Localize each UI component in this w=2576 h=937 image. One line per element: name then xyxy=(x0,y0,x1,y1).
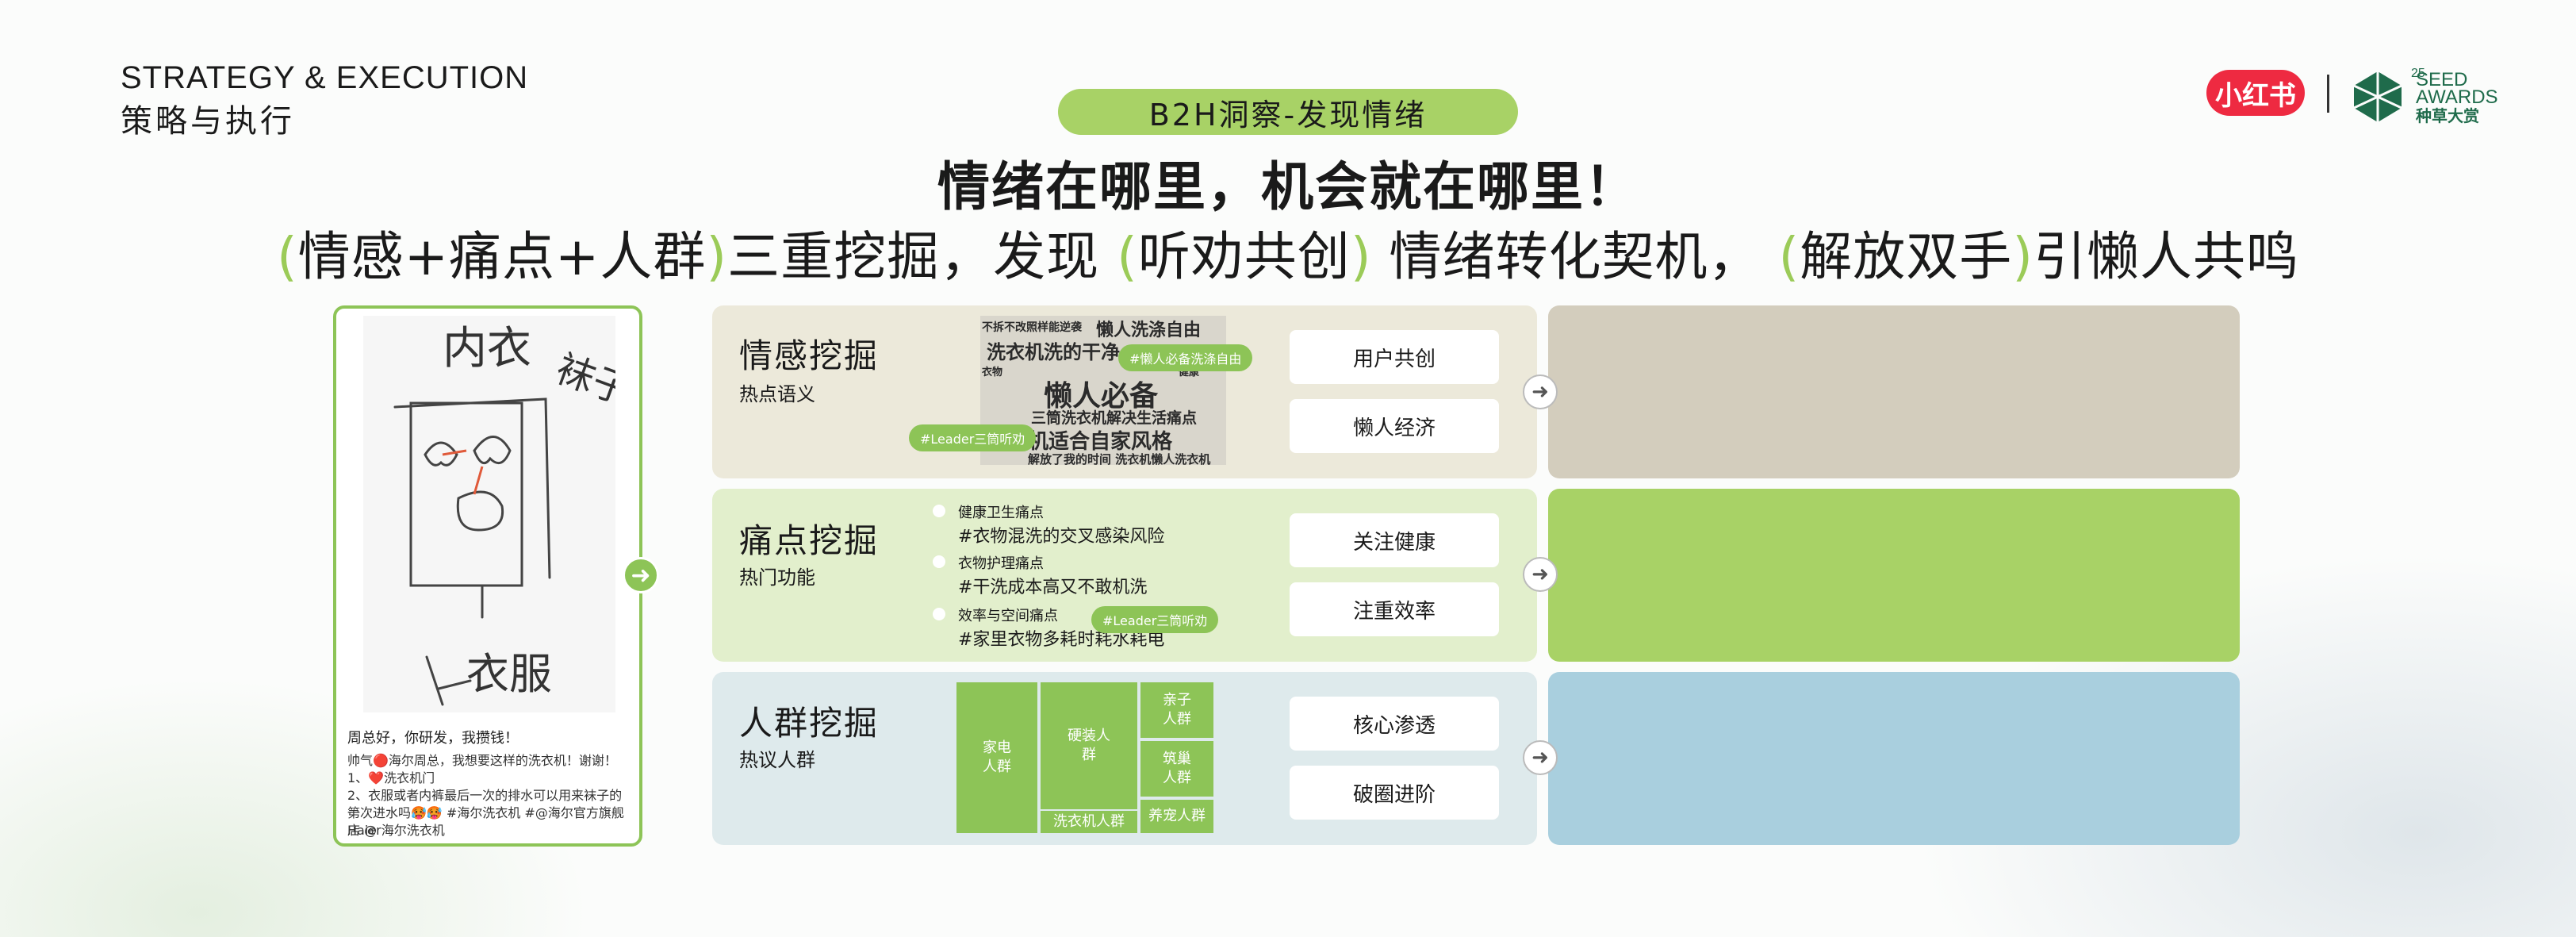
sketch-word: 衣服 xyxy=(466,649,552,699)
bullet xyxy=(933,555,945,568)
seed-awards-text: AWARDS xyxy=(2416,86,2498,108)
treemap-cell: 亲子 人群 xyxy=(1140,682,1213,738)
hashtag-chip: #Leader三筒听劝 xyxy=(1091,606,1219,633)
cloud-word: 解放了我的时间 洗衣机懒人洗衣机 xyxy=(1028,452,1211,465)
cloud-word: 三筒洗衣机解决生活痛点 xyxy=(1031,409,1198,427)
post-text: 1、❤️洗衣机门 xyxy=(347,770,435,785)
tag-user-cocreation: 用户共创 xyxy=(1290,330,1499,384)
bullet xyxy=(933,505,945,517)
arrow-right-icon: ➜ xyxy=(1523,740,1558,775)
paren: ( xyxy=(276,226,298,287)
emotion-panel xyxy=(1548,305,2240,478)
painpoint-label: 效率与空间痛点 xyxy=(958,608,1058,624)
treemap-cell: 养宠人群 xyxy=(1140,800,1213,833)
treemap-cell: 洗衣机人群 xyxy=(1041,811,1137,833)
tag-lazy-economy: 懒人经济 xyxy=(1290,399,1499,453)
treemap-cell: 硬装人 群 xyxy=(1041,682,1137,809)
paren: ) xyxy=(706,226,728,287)
sketch-image: 内衣 袜子 衣服 xyxy=(363,316,615,712)
hashtag-chip: #懒人必备洗涤自由 xyxy=(1118,344,1253,371)
logo-divider xyxy=(2327,75,2329,113)
section-pill: B2H洞察-发现情绪 xyxy=(1058,89,1518,135)
row-subtitle: 热门功能 xyxy=(739,566,815,589)
painpoint-label: 健康卫生痛点 xyxy=(958,505,1044,521)
row-title: 痛点挖掘 xyxy=(739,521,880,560)
treemap-cell: 家电 人群 xyxy=(956,682,1037,833)
post-text: 一次进水吗🥵🥵 #海尔洗衣机 #@海尔官方旗舰店 @ xyxy=(347,805,624,838)
painpoint-value: #衣物混洗的交叉感染风险 xyxy=(958,527,1165,547)
cloud-word: 洗衣机洗的干净 xyxy=(987,341,1120,363)
arrow-right-icon: ➜ xyxy=(1523,557,1558,592)
cloud-word: 懒人洗涤自由 xyxy=(1096,321,1202,340)
brand-title-en: STRATEGY & EXECUTION xyxy=(121,60,529,95)
tag-efficiency: 注重效率 xyxy=(1290,582,1499,636)
tag-core-penetration: 核心渗透 xyxy=(1290,697,1499,751)
page-headline: 情绪在哪里，机会就在哪里！ xyxy=(937,156,1639,217)
sketch-word: 内衣 xyxy=(443,323,531,374)
subline-part: 听劝共创 xyxy=(1137,226,1351,287)
page-subline: (情感+痛点+人群)三重挖掘，发现 (听劝共创) 情绪转化契机， (解放双手)引… xyxy=(0,214,2576,290)
painpoint-panel xyxy=(1548,489,2240,662)
bullet xyxy=(933,608,945,620)
subline-part: 情感+痛点+人群 xyxy=(297,226,707,287)
audience-panel xyxy=(1548,672,2240,845)
seed-awards-cn: 种草大赏 xyxy=(2416,106,2479,125)
row-subtitle: 热点语义 xyxy=(739,383,815,405)
painpoint-label: 衣物护理痛点 xyxy=(958,555,1044,572)
subline-part: 引懒人共鸣 xyxy=(2034,226,2300,287)
cloud-word: 衣物 xyxy=(982,367,1003,378)
seed-awards-text: SEED xyxy=(2416,69,2468,90)
subline-part: 解放双手 xyxy=(1800,226,2013,287)
subline-part: 三重挖掘，发现 xyxy=(727,226,1117,287)
tag-health: 关注健康 xyxy=(1290,513,1499,567)
hashtag-chip: #Leader三筒听劝 xyxy=(909,424,1037,451)
post-text: 帅气🔴海尔周总，我想要这样的洗衣机！谢谢！ xyxy=(347,753,617,768)
paren: ( xyxy=(1117,226,1138,287)
tag-breakout: 破圈进阶 xyxy=(1290,766,1499,820)
paren: ) xyxy=(2012,226,2034,287)
cloud-word: 机适合自家风格 xyxy=(1028,430,1173,454)
seed-awards-logo-icon xyxy=(2353,71,2402,122)
post-title: 周总好，你研发，我攒钱！ xyxy=(347,730,519,747)
painpoint-value: #干洗成本高又不敢机洗 xyxy=(958,578,1148,597)
row-title: 人群挖掘 xyxy=(739,704,880,743)
paren: ) xyxy=(1350,226,1372,287)
post-text: 2、衣服或者内裤最后一次的排水可以用来袜子的第 xyxy=(347,788,623,820)
treemap-cell: 筑巢 人群 xyxy=(1140,741,1213,797)
brand-title-cn: 策略与执行 xyxy=(121,103,295,140)
row-title: 情感挖掘 xyxy=(739,336,880,375)
arrow-right-icon: ➜ xyxy=(1523,374,1558,409)
subline-part: 情绪转化契机， xyxy=(1371,226,1779,287)
cloud-word: 不拆不改照样能逆袭 xyxy=(982,321,1082,334)
xiaohongshu-logo: 小红书 xyxy=(2206,70,2305,116)
row-subtitle: 热议人群 xyxy=(739,749,815,771)
seed-awards-year: 25 xyxy=(2411,67,2425,80)
arrow-right-icon: ➜ xyxy=(623,557,659,593)
cloud-word: 懒人必备 xyxy=(1044,380,1159,413)
paren: ( xyxy=(1778,226,1800,287)
painpoint-value: #家里衣物多耗时耗水耗电 xyxy=(958,630,1165,650)
word-cloud: 不拆不改照样能逆袭 懒人洗涤自由 洗衣机洗的干净 衣物 懒人必备 健康 三筒洗衣… xyxy=(980,316,1226,465)
post-text: Haier海尔洗衣机 xyxy=(347,823,445,838)
